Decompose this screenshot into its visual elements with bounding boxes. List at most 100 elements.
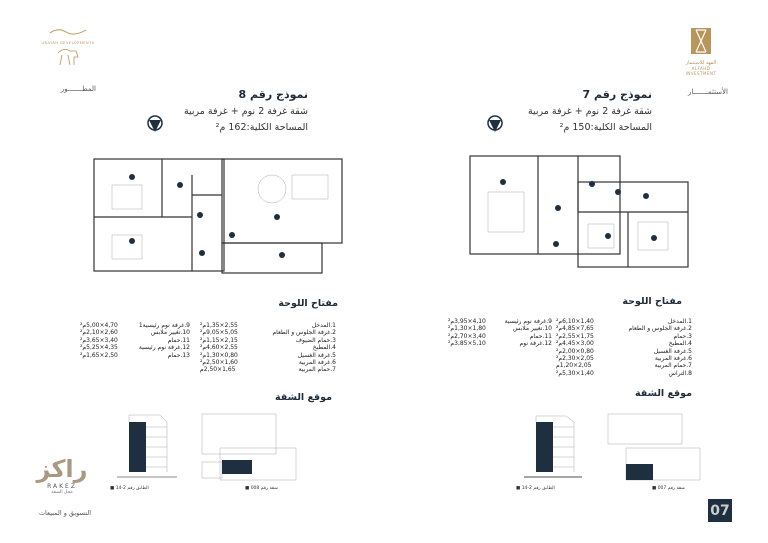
legend-item-dimension: 1,65×2,50م: [200, 366, 236, 374]
legend-item-label: 5.غرفة الغسيل: [653, 347, 692, 355]
legend-item-label: 5.غرفة الغسيل: [297, 351, 336, 359]
legend-item-label: 10.تغيير ملابس: [150, 329, 190, 337]
legend-item-dimension: 2,15×1,15م²: [200, 336, 238, 344]
legend-item-label: 3.حمام الضيوف: [295, 336, 336, 344]
developer-logo: UBAYAH DEVELOPMENTS: [38, 22, 98, 73]
compass-icon: [487, 115, 503, 132]
legend-item-label: 6.غرفة المربية: [298, 359, 336, 367]
legend-item-label: 11.حمام: [529, 332, 552, 340]
legend-item-label: 4.المطبخ: [312, 344, 336, 352]
legend-item-label: 9.غرفة نوم رئيسية1: [138, 322, 190, 329]
legend-item: 2.غرفة الجلوس و الطعام 5,05×9,05م²: [200, 329, 336, 336]
unit-location-plan: [607, 413, 701, 481]
legend-item: 3.حمام الضيوف 2,15×1,15م²: [200, 337, 336, 344]
legend-item: 8.التراس 1,40×5,30م²: [556, 370, 692, 377]
legend-item-dimension: 0,80×1,30م²: [200, 351, 238, 359]
legend-item-label: 6.غرفة المربية: [654, 355, 692, 363]
legend-item-label: 1.المدخل: [667, 318, 692, 325]
legend-item: 9.غرفة نوم رئيسية1 4,70×5,00م²: [80, 322, 190, 329]
legend-item-dimension: 3,00×4,45م²: [556, 340, 594, 348]
legend-item-label: 7.حمام المربية: [298, 366, 336, 374]
legend-item-dimension: 1,40×5,30م²: [556, 369, 594, 377]
horse-icon: [57, 49, 79, 66]
legend-item-dimension: 5,05×9,05م²: [200, 329, 238, 337]
legend-title: مفتاح اللوحة: [622, 296, 682, 307]
legend-item-label: 9.غرفة نوم رئيسية: [504, 318, 552, 325]
unit-location-plan: [201, 413, 297, 481]
legend-item-label: 1.المدخل: [311, 322, 336, 329]
legend-item-dimension: 1,60×2,50م²: [200, 359, 238, 367]
total-area: المساحة الكلية:162 م²: [215, 122, 308, 133]
model-title: نموذج رقم 8: [238, 88, 308, 101]
legend-item-dimension: 2,50×1,65م²: [80, 351, 118, 359]
legend-item: 4.المطبخ 2,55×4,60م²: [200, 344, 336, 351]
legend-item-label: 13.حمام: [167, 351, 190, 359]
legend-item: 7.حمام المربية 2,05×1,20م: [556, 362, 692, 369]
legend-item-label: 4.المطبخ: [668, 340, 692, 348]
legend-item-dimension: 4,35×5,25م²: [80, 344, 118, 352]
legend-item: 1.المدخل 1,40×6,10م²: [556, 318, 692, 325]
investor-logo: الفهد للاستثمار ALFAHD INVESTMENT: [678, 22, 724, 76]
legend-item: 9.غرفة نوم رئيسية 4,10×3,95م²: [448, 318, 552, 325]
unit-caption: ■ شقة رقم 008: [245, 486, 278, 491]
legend-item: 4.المطبخ 3,00×4,45م²: [556, 340, 692, 347]
legend-item-dimension: 2,60×2,10م²: [80, 329, 118, 337]
legend-item-label: 12.غرفة نوم: [519, 340, 552, 348]
legend-item-dimension: 3,40×3,65م²: [80, 336, 118, 344]
legend-item: 7.حمام المربية 1,65×2,50م: [200, 366, 336, 373]
model-title: نموذج رقم 7: [582, 88, 652, 101]
investor-label: الأستثمـــــــار: [688, 88, 728, 96]
legend-item-dimension: 3,40×2,70م²: [448, 332, 486, 340]
legend-item-label: 2.غرفة الجلوس و الطعام: [272, 329, 336, 337]
legend-title: مفتاح اللوحة: [278, 298, 338, 309]
legend-item-dimension: 0,80×2,00م²: [556, 347, 594, 355]
investor-logo-icon: [691, 28, 711, 54]
rakez-logo: راكز RAKEZ محل الشقة: [36, 455, 88, 495]
legend-item: 10.تغيير ملابس 2,60×2,10م²: [80, 329, 190, 336]
legend-item: 3.حمام 1,75×2,55م²: [556, 333, 692, 340]
unit-type: شقة غرفة 2 نوم + غرفة مربية: [527, 106, 652, 117]
legend-item: 5.غرفة الغسيل 0,80×2,00م²: [556, 348, 692, 355]
building-elevation: [524, 415, 582, 478]
floor-caption: ■ الطابق رقم 2-14: [516, 486, 555, 491]
floor-plan-model-8: [93, 158, 343, 274]
legend-item: 1.المدخل 2,55×1,35م²: [200, 322, 336, 329]
unit-type: شقة غرفة 2 نوم + غرفة مربية: [183, 106, 308, 117]
page-number: 07: [708, 499, 732, 522]
legend-item-dimension: 4,70×5,00م²: [80, 322, 118, 329]
legend-item-label: 12.غرفة نوم رئيسية: [138, 344, 190, 352]
legend-item-dimension: 1,75×2,55م²: [556, 332, 594, 340]
legend-item-label: 8.التراس: [668, 369, 692, 377]
legend-item: 11.حمام 3,40×2,70م²: [448, 333, 552, 340]
legend-item-dimension: 2,55×4,60م²: [200, 344, 238, 352]
legend-item-label: 3.حمام: [673, 332, 692, 340]
floor-caption: ■ الطابق رقم 2-14: [110, 486, 149, 491]
legend-item-dimension: 2,05×1,20م: [556, 362, 592, 370]
legend-item-label: 11.حمام: [167, 336, 190, 344]
legend-item: 10.تغيير ملابس 1,80×1,30م²: [448, 325, 552, 332]
marketing-label: التسويق و المبيعات: [38, 509, 92, 517]
floor-plan-model-7: [469, 155, 689, 268]
legend-item: 13.حمام 2,50×1,65م²: [80, 352, 190, 359]
total-area: المساحة الكلية:150 م²: [559, 122, 652, 133]
legend-item: 11.حمام 3,40×3,65م²: [80, 337, 190, 344]
legend-item: 5.غرفة الغسيل 0,80×1,30م²: [200, 352, 336, 359]
legend-item-dimension: 4,10×3,95م²: [448, 318, 486, 325]
legend-item-dimension: 1,80×1,30م²: [448, 325, 486, 333]
legend-item-label: 10.تغيير ملابس: [512, 325, 552, 333]
legend-item-dimension: 2,55×1,35م²: [200, 322, 238, 329]
legend-item-label: 7.حمام المربية: [654, 362, 692, 370]
developer-logo-script-icon: [49, 29, 87, 35]
building-elevation: [117, 414, 177, 478]
legend-item: 12.غرفة نوم رئيسية 4,35×5,25م²: [80, 344, 190, 351]
legend-item: 6.غرفة المربية 1,60×2,50م²: [200, 359, 336, 366]
legend-item-dimension: 1,40×6,10م²: [556, 318, 594, 325]
legend-item-label: 2.غرفة الجلوس و الطعام: [628, 325, 692, 333]
unit-caption: ■ شقة رقم 007: [652, 486, 685, 491]
